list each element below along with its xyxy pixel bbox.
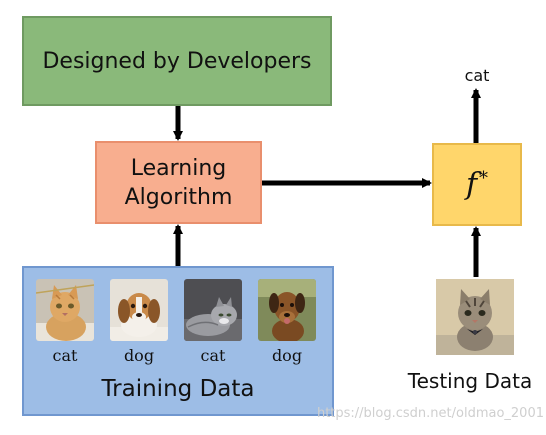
testing-data-title: Testing Data — [407, 369, 533, 393]
brown-dog-photo — [258, 279, 316, 341]
training-sample-label: dog — [123, 346, 155, 365]
tabby-cat-photo — [36, 279, 94, 341]
function-symbol: f — [465, 167, 478, 202]
learning-algorithm-label-line2: Algorithm — [124, 184, 233, 210]
tabby-kitten-photo — [436, 279, 514, 355]
training-sample-label: cat — [200, 346, 226, 365]
output-label: cat — [464, 66, 490, 85]
learning-algorithm-box: Learning Algorithm — [95, 141, 262, 224]
designed-by-developers-box: Designed by Developers — [22, 16, 332, 106]
gray-cat-photo — [184, 279, 242, 341]
training-data-title: Training Data — [101, 376, 255, 402]
beagle-puppy-photo — [110, 279, 168, 341]
learned-function-box: f* — [432, 143, 522, 226]
training-sample-label: cat — [52, 346, 78, 365]
watermark: https://blog.csdn.net/oldmao_2001 — [316, 406, 544, 421]
designed-by-developers-label: Designed by Developers — [42, 48, 312, 74]
function-superscript: * — [479, 168, 489, 189]
training-sample-label: dog — [271, 346, 303, 365]
learning-algorithm-label-line1: Learning — [130, 155, 227, 181]
